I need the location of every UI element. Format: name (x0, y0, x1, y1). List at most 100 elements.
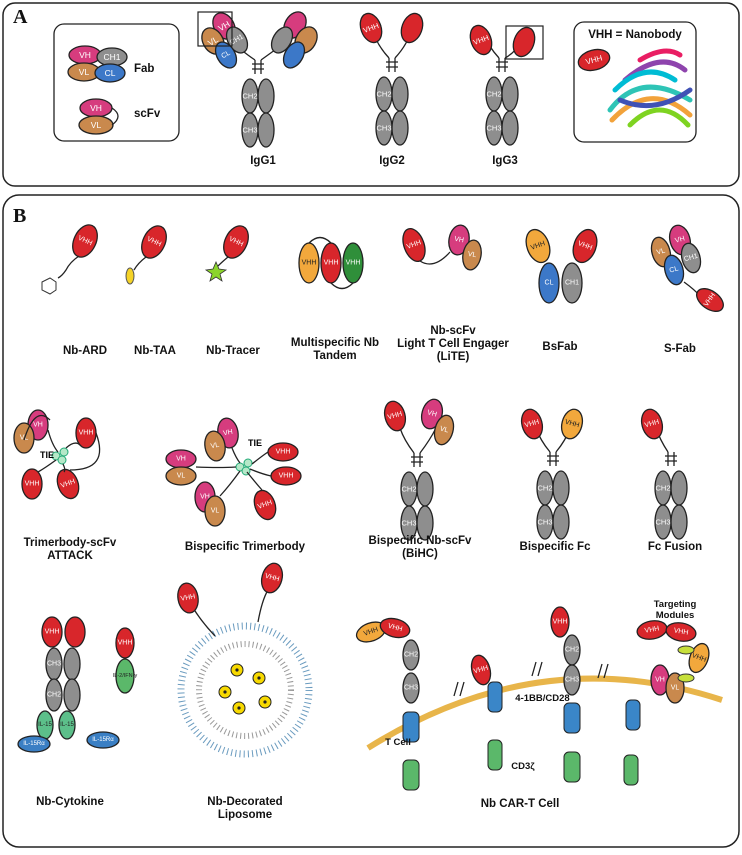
bihc-vhh-shape (383, 400, 407, 432)
cyto-il15ra-left-shape (17, 735, 51, 753)
bisfc-vhh-left-shape (520, 408, 544, 440)
car-t-break-2 (597, 663, 609, 679)
car2-vhh: VHH (470, 654, 492, 686)
legend-scfv-vh-text: VH (90, 103, 102, 113)
igg3-vhh-left-shape (469, 24, 493, 56)
label-t-cell: T Cell (385, 737, 411, 748)
car1-ch2-shape (402, 639, 420, 671)
nb-taa-vhh-shape (141, 225, 167, 259)
sfab-ch1: CH1 (680, 242, 702, 274)
igg1-cl-right-shape (282, 41, 306, 69)
legend-fab-ch1: CH1 (96, 47, 128, 67)
legend-fab-label: Fab (134, 63, 155, 75)
nb-ard-drug-ring (41, 277, 57, 295)
cyto-vhh-right (64, 616, 86, 648)
car1-ch3-text: CH3 (404, 685, 418, 692)
igg1-ch2b-shape (257, 78, 275, 114)
bihc-vl-text: VL (439, 426, 449, 435)
igg2-ch2a-text: CH2 (376, 90, 391, 99)
cyto-vhh-left-text: VHH (45, 629, 60, 636)
attack-tie-2 (59, 447, 69, 457)
sfab-vh-text: VH (674, 235, 685, 244)
bitri-vl-1-text: VL (210, 442, 220, 450)
car3-costim (563, 702, 581, 734)
label-nb-cytokine: Nb-Cytokine (36, 796, 104, 808)
liposome-outer-leaflet (177, 622, 313, 758)
bitri-vl-3-shape (204, 495, 226, 527)
igg3-ch3a-text: CH3 (486, 124, 501, 133)
car3-vhh-text: VHH (553, 619, 568, 626)
liposome-vhh-left-text: VHH (180, 593, 196, 602)
bsfab-vhh-right: VHH (572, 228, 598, 264)
label-bihc: Bispecific Nb-scFv (BiHC) (368, 535, 472, 560)
nb-ard-vhh: VHH (72, 224, 98, 258)
bihc-vh-text: VH (426, 409, 437, 418)
bitri-vh-3-text: VH (200, 494, 210, 501)
car1-vhh-left-text: VHH (363, 626, 379, 638)
bihc-hinge (411, 453, 423, 467)
fcfusion-ch3b-shape (670, 504, 688, 540)
liposome-payload-core-4 (237, 706, 241, 710)
igg2-ch3b (391, 110, 409, 146)
legend-box (53, 23, 180, 142)
bitri-vhh-1-text: VHH (276, 449, 291, 456)
nb-tracer-vhh-shape (223, 225, 249, 259)
bisfc-ch3b (552, 504, 570, 540)
legend-fab-cl-shape (94, 63, 126, 83)
attack-vhh-3-shape (56, 468, 80, 500)
nanobody-ribbon-5 (617, 87, 693, 109)
cyto-il2: IL-2/IFN-γ (113, 658, 137, 694)
igg1-ch3b-shape (257, 112, 275, 148)
cyto-il15ra-left-text: IL-15Rα (23, 741, 45, 747)
igg1-ch2a: CH2 (241, 78, 259, 114)
sfab-vhh-shape (696, 288, 724, 312)
bitri-vh-2-text: VH (176, 456, 186, 463)
bihc-ch2a-text: CH2 (401, 485, 416, 494)
bitri-vhh-3-text: VHH (257, 499, 273, 511)
igg2-vhh-right-shape (400, 12, 424, 44)
bitri-vl-1: VL (204, 430, 226, 462)
nanobody-vhh: VHH (577, 48, 611, 72)
igg3-ch3a: CH3 (485, 110, 503, 146)
label-lite: Nb-scFv Light T Cell Engager (LiTE) (397, 325, 509, 363)
igg1-ch3a: CH3 (241, 112, 259, 148)
bitri-tie-text: TIE (248, 438, 262, 448)
bihc-vl-shape (433, 414, 455, 446)
legend-fab-cl-text: CL (105, 68, 116, 78)
fcfusion-hinge (665, 452, 677, 466)
bihc-ch3b-shape (416, 505, 434, 541)
bisfc-vhh-left: VHH (520, 408, 544, 440)
igg2-vhh-left: VHH (359, 12, 383, 44)
cyto-vhh-right-shape (64, 616, 86, 648)
igg2-vhh-left-shape (359, 12, 383, 44)
car1-ch2: CH2 (402, 639, 420, 671)
bisfc-ch2a: CH2 (536, 470, 554, 506)
car4-vh-text: VH (655, 677, 665, 684)
bisfc-vhh-right-text: VHH (564, 419, 580, 430)
bitri-vl-2-text: VL (177, 473, 186, 480)
igg3-highlight-box (505, 25, 544, 60)
cyto-il15-left: IL-15 (36, 710, 54, 740)
tandem-vhh-2-text: VHH (324, 260, 339, 267)
label-car-t: Nb CAR-T Cell (480, 798, 560, 810)
car3-ch3: CH3 (563, 664, 581, 696)
bsfab-ch1: CH1 (561, 262, 583, 304)
car1-ch3: CH3 (402, 672, 420, 704)
cyto-vhh-solo-shape (115, 627, 135, 659)
label-targeting-modules: Targeting Modules (653, 599, 697, 621)
bitri-vhh-1: VHH (267, 442, 299, 462)
tandem-vhh-2: VHH (320, 242, 342, 284)
bsfab-cl-text: CL (545, 280, 554, 287)
bihc-ch2b-shape (416, 471, 434, 507)
bihc-vhh-text: VHH (387, 411, 403, 422)
liposome-vhh-left: VHH (177, 582, 199, 614)
cyto-il15-right: IL-15 (58, 710, 76, 740)
bitri-vl-3-text: VL (211, 508, 220, 515)
bitri-vh-1-text: VH (223, 429, 234, 438)
igg2-ch3a: CH3 (375, 110, 393, 146)
label-igg1: IgG1 (250, 155, 276, 167)
bsfab-vhh-right-text: VHH (577, 240, 593, 252)
lite-vh-text: VH (454, 236, 465, 245)
tm-vhh-3-text: VHH (691, 652, 707, 664)
